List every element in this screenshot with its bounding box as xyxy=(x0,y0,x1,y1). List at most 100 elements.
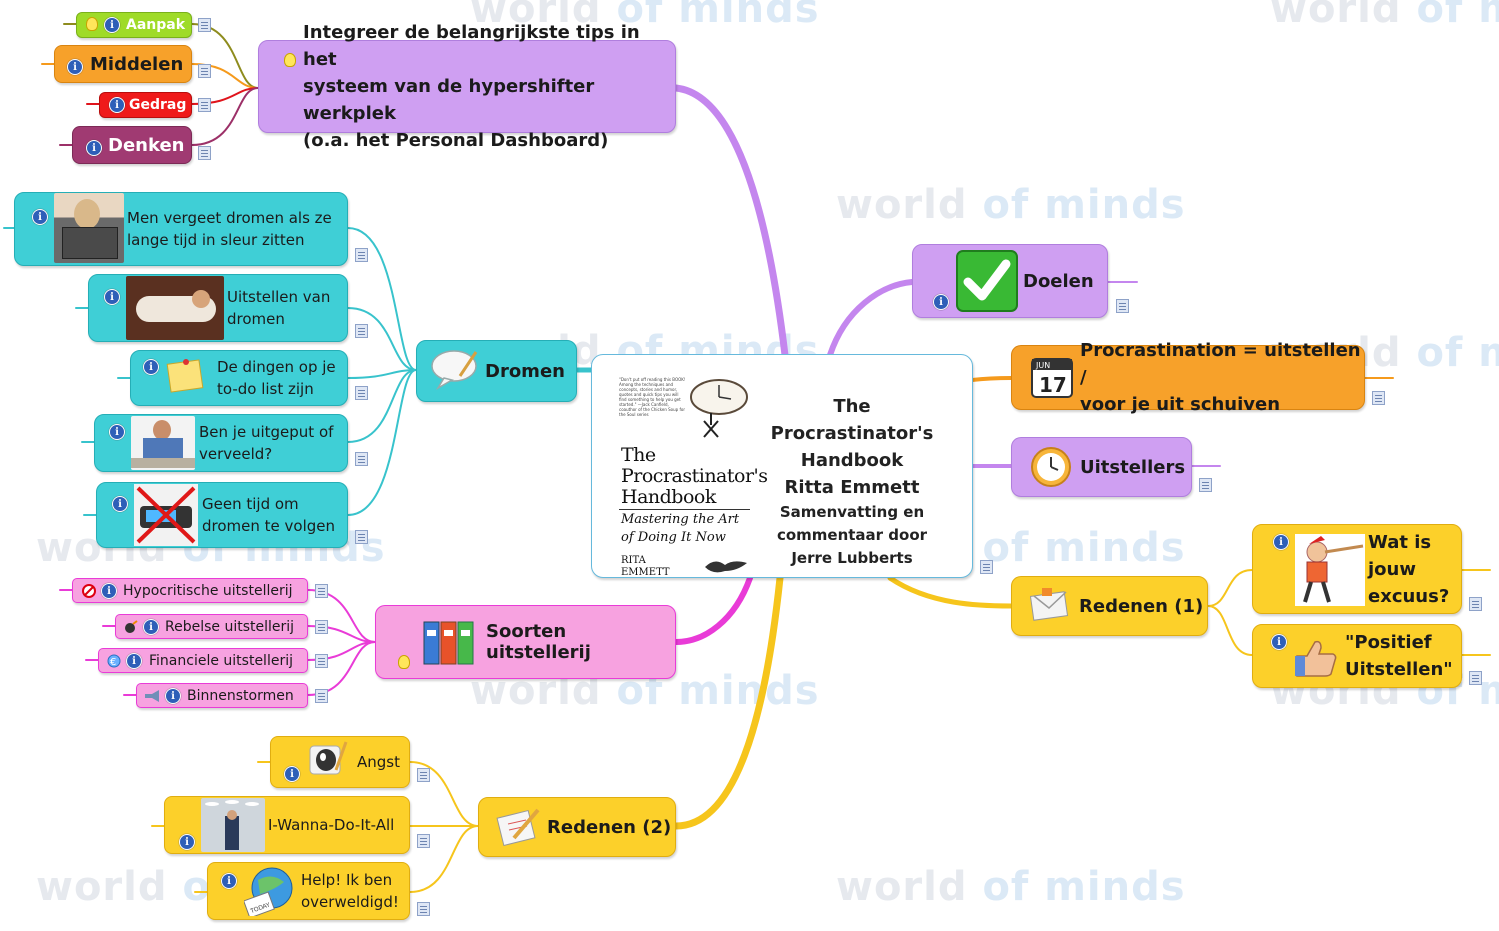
crossed-alarm-clock-icon xyxy=(134,484,198,546)
note-icon[interactable] xyxy=(417,834,430,848)
topic-dromen-child[interactable]: Geen tijd om dromen te volgen xyxy=(96,482,348,548)
info-icon[interactable]: i xyxy=(101,583,117,599)
topic-soorten[interactable]: Soorten uitstellerij xyxy=(375,605,676,679)
info-icon[interactable]: i xyxy=(112,496,128,512)
lightbulb-icon xyxy=(86,17,98,31)
topic-line: Geen tijd om xyxy=(202,495,299,513)
topic-line: Men vergeet dromen als ze xyxy=(127,209,332,227)
note-icon[interactable] xyxy=(198,64,211,78)
note-icon[interactable] xyxy=(355,248,368,262)
note-icon[interactable] xyxy=(1199,478,1212,492)
topic-label: Rebelse uitstellerij xyxy=(165,618,295,635)
notepad-pencil-icon xyxy=(496,808,540,846)
info-icon[interactable]: i xyxy=(32,209,48,225)
link-soorten-4 xyxy=(307,641,376,696)
calendar-month: JUN xyxy=(1035,361,1050,370)
info-icon[interactable]: i xyxy=(109,97,125,113)
info-icon[interactable]: i xyxy=(86,140,102,156)
note-icon[interactable] xyxy=(980,560,993,574)
note-icon[interactable] xyxy=(198,18,211,32)
topic-label: Hypocritische uitstellerij xyxy=(123,582,293,599)
topic-middelen[interactable]: Middelen xyxy=(54,45,192,83)
info-icon[interactable]: i xyxy=(284,766,300,782)
link-redenen2-3 xyxy=(409,825,479,893)
juggling-plates-image xyxy=(201,798,265,852)
note-icon[interactable] xyxy=(1469,671,1482,685)
tired-man-image xyxy=(131,416,195,470)
info-icon[interactable]: i xyxy=(104,17,120,33)
central-subtitle-line: Jerre Lubberts xyxy=(791,549,913,567)
topic-line: dromen te volgen xyxy=(202,517,336,535)
note-icon[interactable] xyxy=(355,386,368,400)
branch-integreer xyxy=(672,84,789,359)
info-icon[interactable]: i xyxy=(933,294,949,310)
topic-redenen2-child[interactable]: Help! Ik ben overweldigd! xyxy=(207,862,410,920)
link-dromen-4 xyxy=(347,369,417,443)
note-icon[interactable] xyxy=(198,98,211,112)
topic-positief-uitstellen[interactable]: "Positief Uitstellen" xyxy=(1252,624,1462,688)
topic-label: Angst xyxy=(357,753,400,771)
topic-integreer[interactable]: Integreer de belangrijkste tips in het s… xyxy=(258,22,676,151)
info-icon[interactable]: i xyxy=(1271,634,1287,650)
topic-line: to-do list zijn xyxy=(217,380,314,398)
watermark: world of minds xyxy=(470,0,820,32)
note-icon[interactable] xyxy=(1372,391,1385,405)
pinocchio-icon xyxy=(1295,534,1365,606)
topic-line: excuus? xyxy=(1368,585,1450,607)
topic-line: Integreer de belangrijkste tips in het xyxy=(303,22,640,70)
topic-line: systeem van de hypershifter werkplek xyxy=(303,76,595,124)
branch-doelen xyxy=(827,279,915,358)
info-icon[interactable]: i xyxy=(104,289,120,305)
central-title-line: The Procrastinator's xyxy=(770,396,934,444)
topic-label: Redenen (1) xyxy=(1079,595,1204,617)
info-icon[interactable]: i xyxy=(143,359,159,375)
info-icon[interactable]: i xyxy=(221,873,237,889)
woman-laptop-image xyxy=(54,193,124,263)
book-title-line: The xyxy=(621,444,656,466)
topic-line: "Positief xyxy=(1345,632,1432,653)
topic-line: jouw xyxy=(1368,558,1416,580)
book-author-line: RITA xyxy=(621,555,646,566)
sleeping-man-image xyxy=(126,276,224,340)
note-icon[interactable] xyxy=(417,768,430,782)
euro-icon: € xyxy=(107,654,121,668)
note-icon[interactable] xyxy=(355,452,368,466)
central-topic[interactable]: "Don't put off reading this BOOK! Among … xyxy=(591,354,973,578)
info-icon[interactable]: i xyxy=(165,688,181,704)
link-dromen-2 xyxy=(347,307,417,371)
topic-gedrag[interactable]: Gedrag xyxy=(99,92,192,118)
note-icon[interactable] xyxy=(315,654,328,668)
thumbs-up-icon xyxy=(1295,640,1337,677)
topic-label: Aanpak xyxy=(126,17,186,33)
note-icon[interactable] xyxy=(1469,597,1482,611)
info-icon[interactable]: i xyxy=(126,653,142,669)
topic-label: Uitstellers xyxy=(1080,456,1186,478)
central-title-line: Handbook xyxy=(800,450,904,471)
topic-dromen-child[interactable]: Men vergeet dromen als ze lange tijd in … xyxy=(14,192,348,266)
note-icon[interactable] xyxy=(315,620,328,634)
book-blurb: "Don't put off reading this BOOK! Among … xyxy=(619,377,686,417)
info-icon[interactable]: i xyxy=(67,59,83,75)
info-icon[interactable]: i xyxy=(1273,534,1289,550)
topic-line: Help! Ik ben xyxy=(301,871,393,889)
note-icon[interactable] xyxy=(417,902,430,916)
topic-dromen-child[interactable]: De dingen op je to-do list zijn xyxy=(130,350,348,406)
info-icon[interactable]: i xyxy=(179,834,195,850)
note-icon[interactable] xyxy=(315,689,328,703)
book-title-line: Handbook xyxy=(621,486,716,508)
branch-redenen1 xyxy=(887,575,1014,609)
note-icon[interactable] xyxy=(1116,299,1129,313)
info-icon[interactable]: i xyxy=(109,424,125,440)
note-icon[interactable] xyxy=(315,584,328,598)
note-icon[interactable] xyxy=(355,324,368,338)
info-icon[interactable]: i xyxy=(143,619,159,635)
note-icon[interactable] xyxy=(355,530,368,544)
note-icon[interactable] xyxy=(198,146,211,160)
watermark: world of minds xyxy=(1270,0,1499,32)
central-subtitle-line: Samenvatting en xyxy=(779,503,925,521)
topic-soorten-child[interactable]: Binnenstormen xyxy=(136,683,308,708)
lightbulb-icon xyxy=(284,53,296,67)
book-subtitle-line: of Doing It Now xyxy=(621,530,726,545)
calendar-icon: JUN 17 xyxy=(1031,358,1073,398)
